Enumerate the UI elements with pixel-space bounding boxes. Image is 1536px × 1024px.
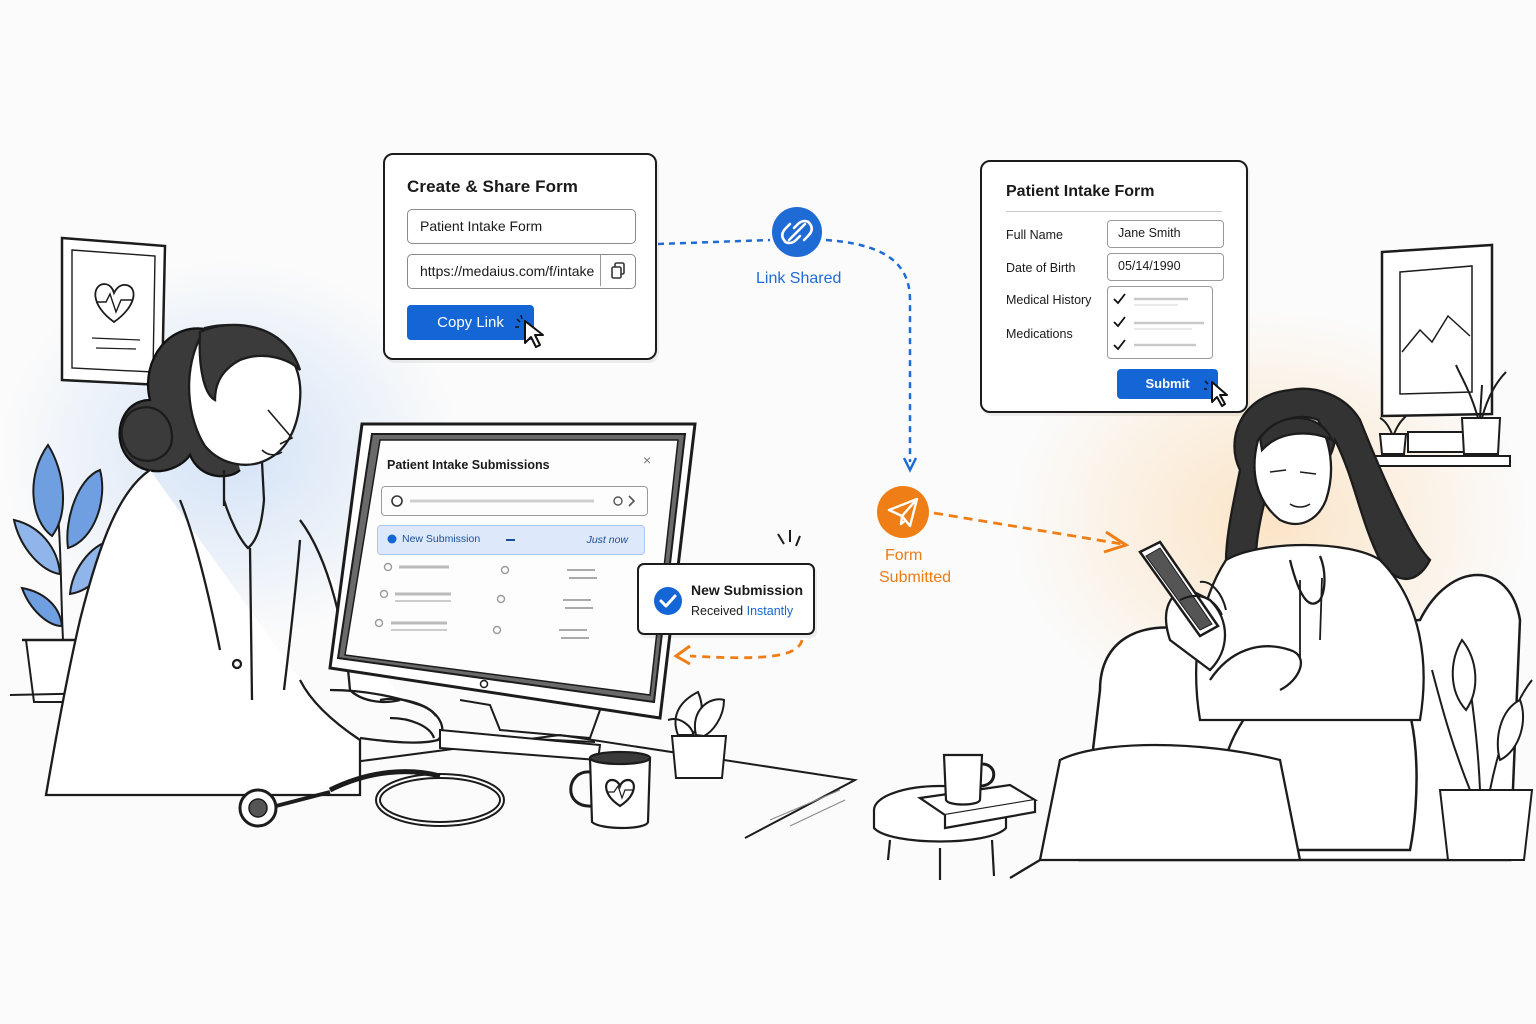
patient-figure: [1009, 387, 1432, 879]
dash-mark: [506, 539, 515, 541]
heart-mug: [569, 750, 652, 830]
share-url-text: https://medaius.com/f/intake: [420, 263, 595, 279]
share-flow-line: [657, 238, 771, 246]
checklist-items: [1113, 293, 1204, 351]
medical-history-checklist[interactable]: [1107, 286, 1213, 359]
heart-picture-frame: [60, 236, 167, 387]
new-dot-icon: [387, 534, 397, 544]
share-form-card: Create & Share Form Patient Intake Form …: [383, 153, 657, 360]
full-name-label: Full Name: [1006, 228, 1063, 242]
form-name-field[interactable]: Patient Intake Form: [407, 209, 636, 244]
share-card-title: Create & Share Form: [407, 177, 579, 196]
copy-icon[interactable]: [600, 255, 635, 286]
dashboard-title: Patient Intake Submissions: [387, 458, 550, 472]
heart-icon: [94, 283, 135, 324]
link-flow-line: [825, 238, 912, 462]
stethoscope: [238, 769, 505, 828]
dob-label: Date of Birth: [1006, 261, 1076, 275]
submit-button[interactable]: Submit: [1117, 369, 1218, 399]
title-divider: [1006, 211, 1222, 212]
submissions-dashboard: Patient Intake Submissions × New Submiss…: [343, 436, 670, 664]
patient-intake-form-card: Patient Intake Form Full Name Jane Smith…: [980, 160, 1248, 413]
form-submitted-line2: Submitted: [879, 569, 952, 586]
dob-field[interactable]: 05/14/1990: [1107, 253, 1224, 281]
link-flow-arrowhead: [902, 457, 918, 473]
close-icon[interactable]: ×: [643, 452, 652, 468]
medications-label: Medications: [1006, 327, 1073, 341]
notification-prefix: Received: [691, 604, 744, 618]
desk-succulent: [667, 690, 728, 779]
medical-history-label: Medical History: [1006, 293, 1092, 307]
phone: [1138, 540, 1227, 638]
receive-flow-arrowhead: [673, 644, 691, 666]
cursor-icon: [1204, 380, 1228, 407]
floor-plant: [1431, 638, 1534, 861]
full-name-field[interactable]: Jane Smith: [1107, 220, 1224, 248]
sparkle-marks: [777, 530, 801, 547]
mountain-picture-icon: [1380, 243, 1494, 418]
submission-time: Just now: [586, 534, 628, 546]
notification-highlight: Instantly: [746, 604, 794, 618]
checkmark-icon: [1113, 293, 1126, 305]
checkmark-icon: [654, 587, 682, 615]
submit-flow-line: [933, 511, 1123, 546]
submit-flow-arrowhead: [1103, 530, 1130, 554]
side-table: [872, 753, 1039, 880]
receive-flow-line: [689, 639, 804, 660]
form-submitted-label: Form Submitted: [879, 545, 951, 589]
link-shared-label: Link Shared: [756, 270, 842, 287]
search-bar[interactable]: [381, 486, 648, 516]
new-submission-label: New Submission: [402, 533, 481, 545]
intake-form-title: Patient Intake Form: [1006, 183, 1155, 200]
search-bar-contents: [391, 495, 636, 507]
notification-title: New Submission: [691, 582, 804, 598]
notification-subtitle: Received Instantly: [691, 604, 793, 618]
new-submission-row[interactable]: New Submission Just now: [377, 525, 645, 555]
copy-link-button[interactable]: Copy Link: [407, 305, 534, 340]
submission-rows: [374, 562, 597, 639]
form-submitted-line1: Form: [885, 547, 923, 564]
share-url-field[interactable]: https://medaius.com/f/intake: [407, 254, 636, 289]
link-icon: [772, 207, 822, 257]
wall-shelf: [1365, 364, 1511, 467]
new-submission-notification[interactable]: New Submission Received Instantly: [637, 563, 815, 635]
cursor-icon: [515, 315, 544, 348]
paper-plane-icon: [877, 486, 929, 538]
